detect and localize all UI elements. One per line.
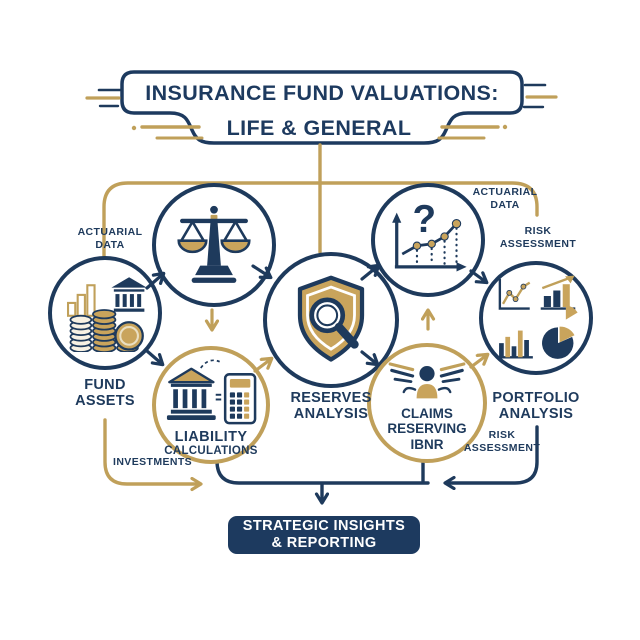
balance-scale-icon: [177, 205, 251, 283]
node-liability-calculations: LIABILITY CALCULATIONS: [152, 346, 270, 464]
question-mark-glyph: ?: [413, 198, 437, 241]
shield-magnifier-icon: [297, 275, 365, 362]
strategic-insights-label: STRATEGIC INSIGHTS & REPORTING: [242, 517, 406, 551]
adjuster-person-icon: [388, 361, 466, 398]
coins-bank-icon: [66, 276, 147, 353]
liability-label-main: LIABILITY: [174, 429, 248, 446]
node-portfolio-analysis: [479, 261, 593, 375]
risk-assessment-top-label: RISK ASSESSMENT: [499, 225, 577, 250]
risk-assessment-bottom-label: RISK ASSESSMENT: [463, 429, 541, 454]
actuarial-data-left-label: ACTUARIAL DATA: [77, 226, 143, 251]
title-line1: INSURANCE FUND VALUATIONS:: [145, 81, 499, 105]
arrow-fund-to-liability: [145, 349, 162, 364]
projection-chart-icon: ?: [392, 198, 467, 272]
strategic-insights-box: STRATEGIC INSIGHTS & REPORTING: [228, 516, 420, 554]
claims-label: CLAIMS RESERVING IBNR: [387, 405, 467, 452]
node-fund-assets: [48, 256, 162, 370]
node-balance-scale: [152, 183, 276, 307]
investments-label: INVESTMENTS: [113, 456, 193, 468]
reserves-analysis-label: RESERVES ANALYSIS: [290, 390, 372, 423]
actuarial-data-right-label: ACTUARIAL DATA: [472, 186, 538, 211]
bank-glyph: [111, 276, 147, 312]
bank-calculator-icon: [166, 359, 257, 425]
title-line2: LIFE & GENERAL: [226, 116, 412, 140]
mini-charts-icon: [498, 275, 578, 359]
portfolio-analysis-label: PORTFOLIO ANALYSIS: [492, 390, 580, 423]
fund-assets-label: FUND ASSETS: [75, 377, 135, 410]
